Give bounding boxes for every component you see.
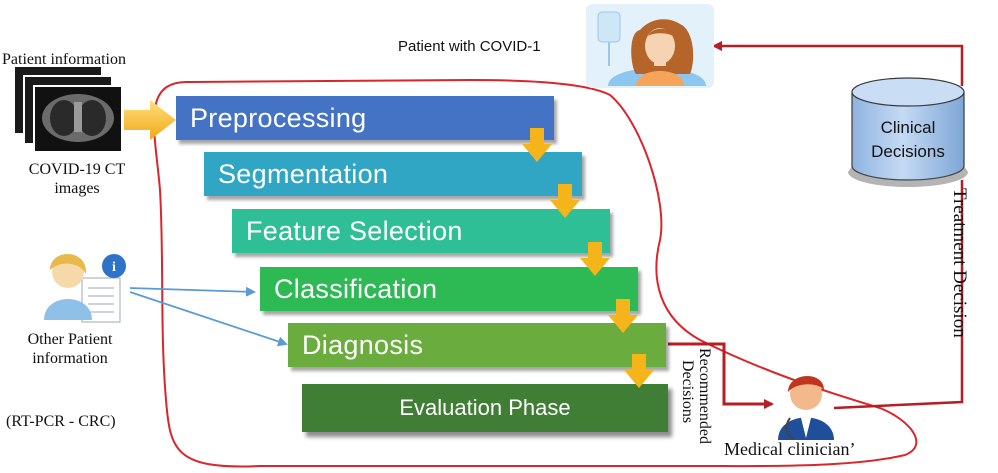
- decision-to-patient-arrow: [712, 41, 964, 86]
- clinical-decisions-label-line2: Decisions: [871, 142, 945, 161]
- step-segmentation: Segmentation: [204, 152, 582, 196]
- step-arrow-2: [550, 184, 580, 218]
- step-feature-selection: Feature Selection: [232, 209, 610, 253]
- step-arrow-4: [608, 299, 638, 333]
- step-evaluation-phase: Evaluation Phase: [302, 384, 668, 432]
- patient-with-covid-label: Patient with COVID-1: [398, 38, 541, 55]
- treatment-decision-arrow: [833, 180, 964, 410]
- ct-images-label-line2: images: [54, 180, 100, 197]
- step-arrow-1: [522, 128, 552, 162]
- step-arrow-3: [580, 242, 610, 276]
- tests-label: (RT-PCR - CRC): [6, 413, 116, 430]
- svg-text:i: i: [112, 260, 116, 275]
- other-patient-label-line2: information: [32, 350, 108, 367]
- other-patient-label-line1: Other Patient: [27, 331, 113, 348]
- pipeline-loop-outline: [153, 78, 918, 468]
- decisions-label: Decisions: [679, 360, 696, 424]
- step-diagnosis: Diagnosis: [288, 323, 666, 367]
- recommended-label: Recommended: [696, 348, 713, 444]
- step-arrow-5: [624, 354, 654, 388]
- info-arrow-diagnosis: [129, 291, 288, 347]
- input-arrow: [124, 100, 176, 140]
- patient-information-label: Patient information: [2, 51, 126, 68]
- info-arrow-classification: [129, 286, 256, 297]
- diagnosis-to-clinician-arrow: [668, 342, 774, 409]
- treatment-decision-label: Treatment Decision: [949, 188, 970, 338]
- patient-covid-image: [586, 4, 714, 88]
- clinical-decisions-label-line1: Clinical: [880, 118, 936, 137]
- clinical-decisions-cylinder: [848, 77, 968, 187]
- ct-images-label-line1: COVID-19 CT: [28, 161, 126, 178]
- ct-image-stack: [13, 65, 123, 153]
- other-patient-icon: i: [44, 253, 126, 323]
- step-classification: Classification: [260, 267, 638, 311]
- step-preprocessing: Preprocessing: [176, 96, 554, 140]
- medical-clinician-icon: [778, 375, 834, 440]
- medical-clinician-label: Medical clinician’: [724, 439, 856, 459]
